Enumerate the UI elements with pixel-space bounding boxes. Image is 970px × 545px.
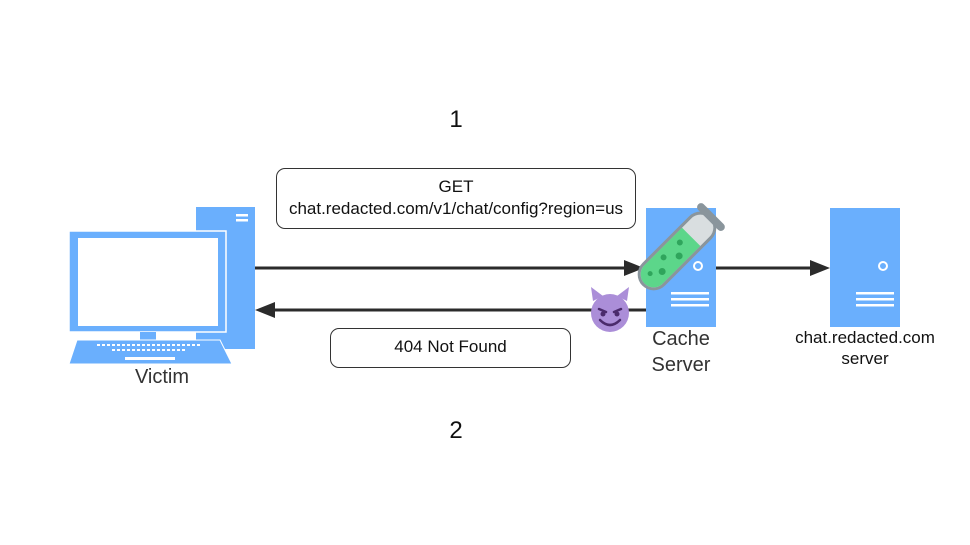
cache-server-label-line1: Cache: [652, 328, 710, 350]
origin-server-label-line1: chat.redacted.com: [795, 328, 935, 347]
response-status: 404 Not Found: [394, 337, 507, 356]
response-arrow: [255, 302, 646, 318]
cache-server-label: Cache Server: [631, 326, 731, 378]
monitor-screen: [78, 238, 218, 326]
forward-arrow: [716, 260, 830, 276]
victim-label: Victim: [134, 366, 190, 388]
response-message-box: 404 Not Found: [330, 328, 571, 368]
computer-keyboard: [68, 339, 233, 365]
desktop-computer-icon: [68, 207, 255, 365]
origin-server-icon: [830, 208, 900, 327]
request-url: chat.redacted.com/v1/chat/config?region=…: [288, 199, 624, 218]
request-method: GET: [438, 177, 474, 196]
request-arrow: [255, 260, 644, 276]
request-message-box: GET chat.redacted.com/v1/chat/config?reg…: [276, 168, 636, 229]
poisoned-test-tube-icon: [635, 203, 725, 293]
origin-server-label: chat.redacted.com server: [780, 327, 950, 369]
origin-server-label-line2: server: [841, 349, 889, 368]
step-number-2: 2: [449, 417, 463, 444]
cache-server-label-line2: Server: [651, 354, 711, 376]
smiling-devil-emoji-icon: [591, 287, 629, 332]
step-number-1: 1: [449, 106, 463, 133]
